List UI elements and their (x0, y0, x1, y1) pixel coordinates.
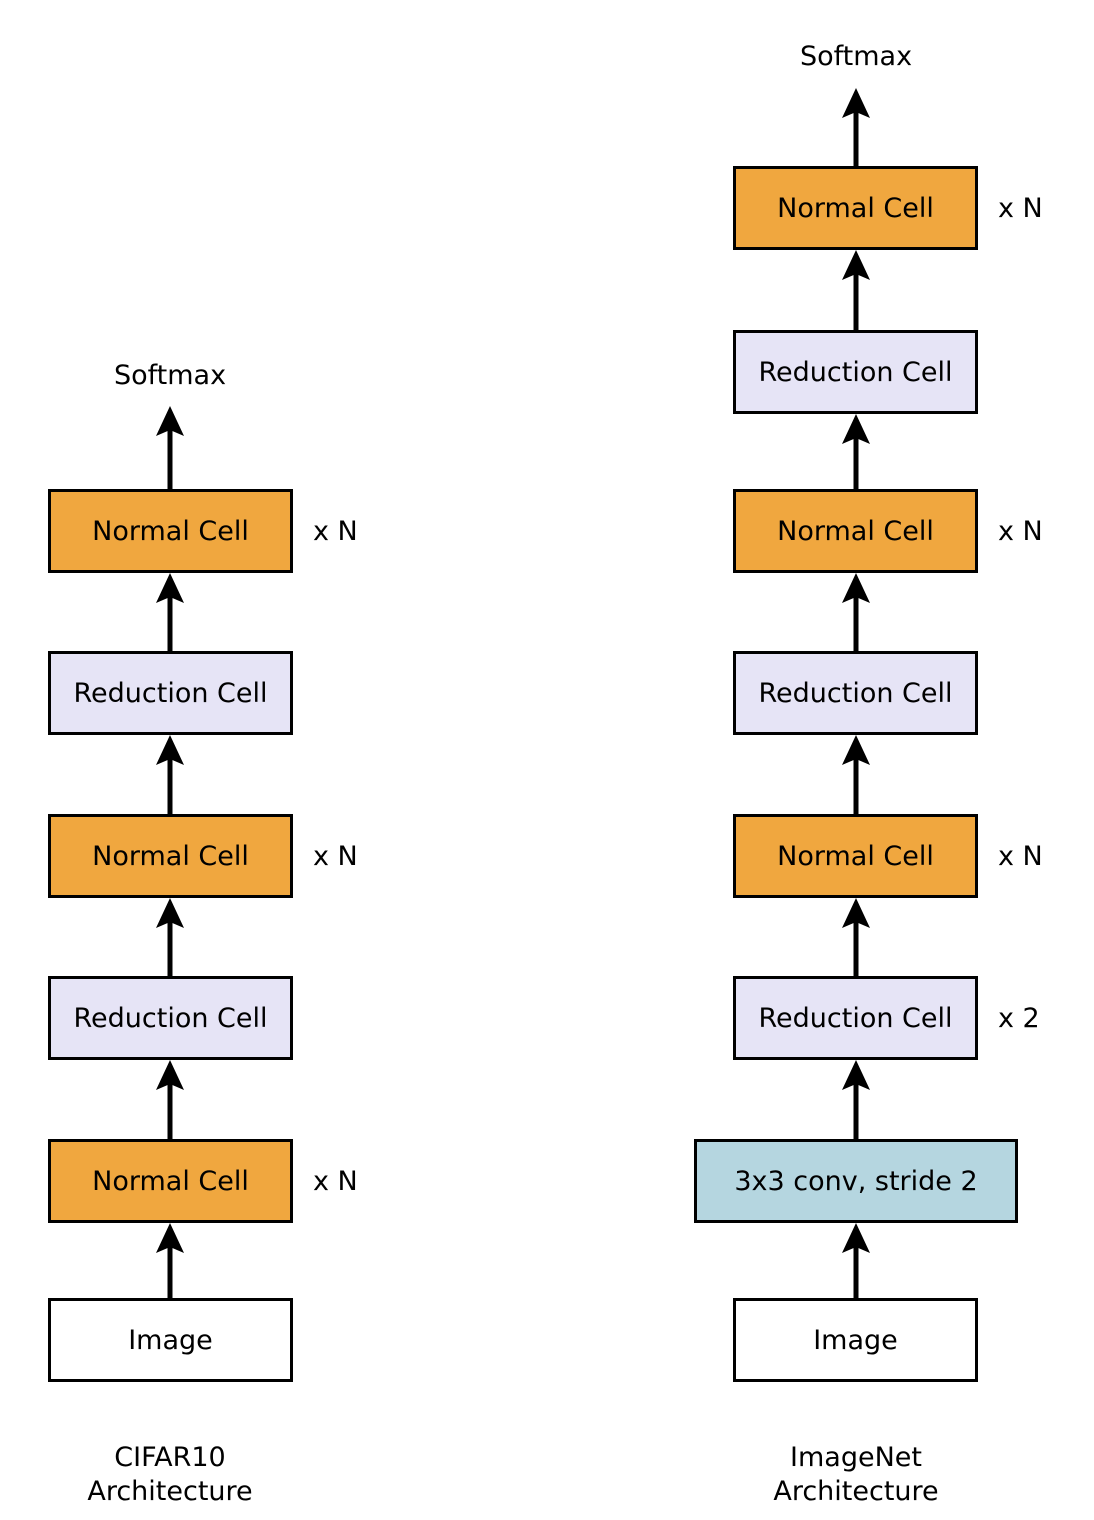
cell-label: 3x3 conv, stride 2 (734, 1165, 978, 1197)
up-arrow (842, 250, 870, 330)
arrow-shaft (853, 920, 859, 976)
arrow-shaft (167, 595, 173, 651)
arrow-shaft (167, 1245, 173, 1298)
reduction-cell-box: Reduction Cell (733, 976, 978, 1060)
up-arrow (842, 573, 870, 651)
arrow-shaft (853, 436, 859, 489)
up-arrow (842, 898, 870, 976)
cell-label: Normal Cell (777, 192, 934, 224)
arrow-shaft (853, 272, 859, 330)
up-arrow (156, 898, 184, 976)
up-arrow (156, 735, 184, 814)
normal-cell-box: Normal Cell (48, 1139, 293, 1223)
caption-line1: ImageNet (790, 1442, 922, 1473)
reduction-cell-box: Reduction Cell (733, 651, 978, 735)
arrow-shaft (853, 110, 859, 166)
cell-label: Normal Cell (92, 1165, 249, 1197)
cell-label: Reduction Cell (73, 1002, 268, 1034)
image-box: Image (48, 1298, 293, 1382)
up-arrow (156, 573, 184, 651)
reduction-cell-box: Reduction Cell (48, 976, 293, 1060)
caption-line2: Architecture (773, 1476, 939, 1507)
repeat-count-label: x N (313, 1165, 358, 1197)
conv-stride-box: 3x3 conv, stride 2 (694, 1139, 1018, 1223)
cell-label: Reduction Cell (758, 677, 953, 709)
softmax-label: Softmax (113, 360, 227, 391)
arrow-shaft (167, 757, 173, 814)
cell-label: Normal Cell (777, 840, 934, 872)
up-arrow (842, 735, 870, 814)
architecture-caption: ImageNet Architecture (773, 1441, 938, 1509)
up-arrow (156, 406, 184, 489)
normal-cell-box: Normal Cell (733, 489, 978, 573)
repeat-count-label: x N (313, 840, 358, 872)
cell-label: Image (813, 1324, 898, 1356)
up-arrow (156, 1060, 184, 1139)
repeat-count-label: x N (313, 515, 358, 547)
normal-cell-box: Normal Cell (733, 814, 978, 898)
architecture-caption: CIFAR10 Architecture (87, 1441, 252, 1509)
arrow-shaft (167, 1082, 173, 1139)
reduction-cell-box: Reduction Cell (733, 330, 978, 414)
image-box: Image (733, 1298, 978, 1382)
normal-cell-box: Normal Cell (48, 489, 293, 573)
cell-label: Reduction Cell (758, 356, 953, 388)
arrow-shaft (167, 428, 173, 489)
cell-label: Normal Cell (92, 840, 249, 872)
arrow-shaft (853, 1245, 859, 1298)
arrow-shaft (167, 920, 173, 976)
up-arrow (156, 1223, 184, 1298)
softmax-label: Softmax (799, 41, 913, 72)
cell-label: Normal Cell (777, 515, 934, 547)
caption-line2: Architecture (87, 1476, 253, 1507)
normal-cell-box: Normal Cell (733, 166, 978, 250)
caption-line1: CIFAR10 (114, 1442, 226, 1473)
up-arrow (842, 88, 870, 166)
up-arrow (842, 1223, 870, 1298)
repeat-count-label: x N (998, 515, 1043, 547)
repeat-count-label: x N (998, 840, 1043, 872)
reduction-cell-box: Reduction Cell (48, 651, 293, 735)
arrow-shaft (853, 1082, 859, 1139)
up-arrow (842, 1060, 870, 1139)
normal-cell-box: Normal Cell (48, 814, 293, 898)
arrow-shaft (853, 595, 859, 651)
cell-label: Reduction Cell (73, 677, 268, 709)
repeat-count-label: x 2 (998, 1002, 1040, 1034)
arrow-shaft (853, 757, 859, 814)
cell-label: Reduction Cell (758, 1002, 953, 1034)
up-arrow (842, 414, 870, 489)
cell-label: Image (128, 1324, 213, 1356)
cell-label: Normal Cell (92, 515, 249, 547)
repeat-count-label: x N (998, 192, 1043, 224)
